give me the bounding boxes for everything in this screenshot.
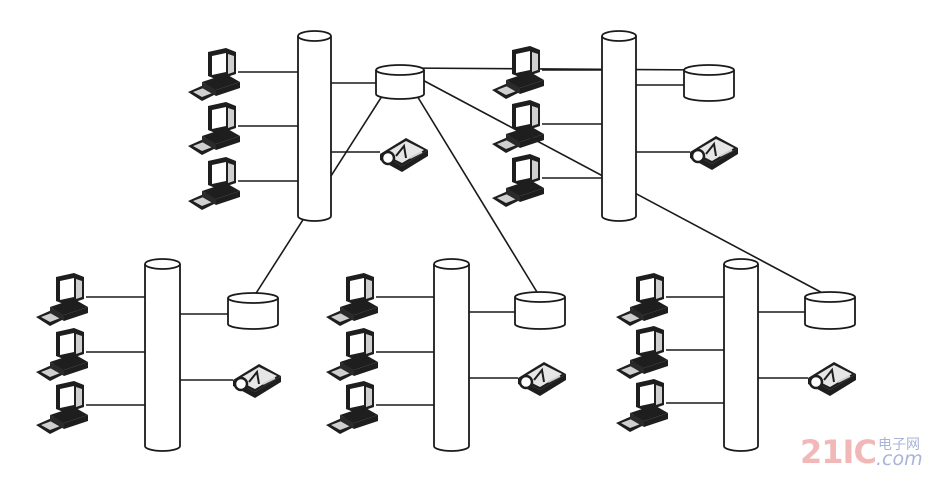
segment-bottom-right	[616, 258, 858, 452]
bus-cylinder	[723, 258, 759, 452]
workstation-icon	[326, 273, 378, 326]
link-top-left-to-bottom-middle	[399, 67, 541, 298]
workstation-icon	[188, 102, 240, 155]
printer-icon	[806, 360, 858, 398]
workstation-icon	[616, 273, 668, 326]
bus-cylinder	[601, 30, 637, 222]
workstation-icon	[616, 379, 668, 432]
printer-icon	[516, 360, 568, 398]
link-top-left-to-top-right	[399, 67, 710, 71]
network-segments	[36, 30, 858, 452]
server-disk-icon	[804, 291, 856, 330]
workstation-icon	[326, 328, 378, 381]
watermark: 21IC 电子网 .com	[800, 433, 940, 473]
workstation-icon	[492, 154, 544, 207]
workstation-icon	[492, 100, 544, 153]
printer-icon	[688, 134, 740, 172]
workstation-icon	[188, 157, 240, 210]
segment-top-right	[492, 30, 740, 222]
server-disk-icon	[514, 291, 566, 330]
watermark-number: 21IC	[800, 433, 877, 471]
segment-bottom-middle	[326, 258, 568, 452]
bus-cylinder	[144, 258, 181, 452]
watermark-chinese: 电子网	[878, 437, 920, 453]
bus-cylinder	[297, 30, 332, 222]
workstation-icon	[326, 381, 378, 434]
server-disk-icon	[227, 292, 279, 330]
workstation-icon	[616, 326, 668, 379]
watermark-domain: .com	[876, 448, 923, 470]
workstation-icon	[36, 273, 88, 326]
segment-top-left	[188, 30, 430, 222]
printer-icon	[378, 136, 430, 174]
workstation-icon	[188, 48, 240, 101]
bus-cylinder	[433, 258, 470, 452]
server-disk-icon	[683, 64, 735, 102]
printer-icon	[231, 362, 283, 400]
workstation-icon	[492, 46, 544, 99]
workstation-icon	[36, 381, 88, 434]
server-disk-icon	[375, 64, 425, 100]
workstation-icon	[36, 328, 88, 381]
segment-bottom-left	[36, 258, 283, 452]
